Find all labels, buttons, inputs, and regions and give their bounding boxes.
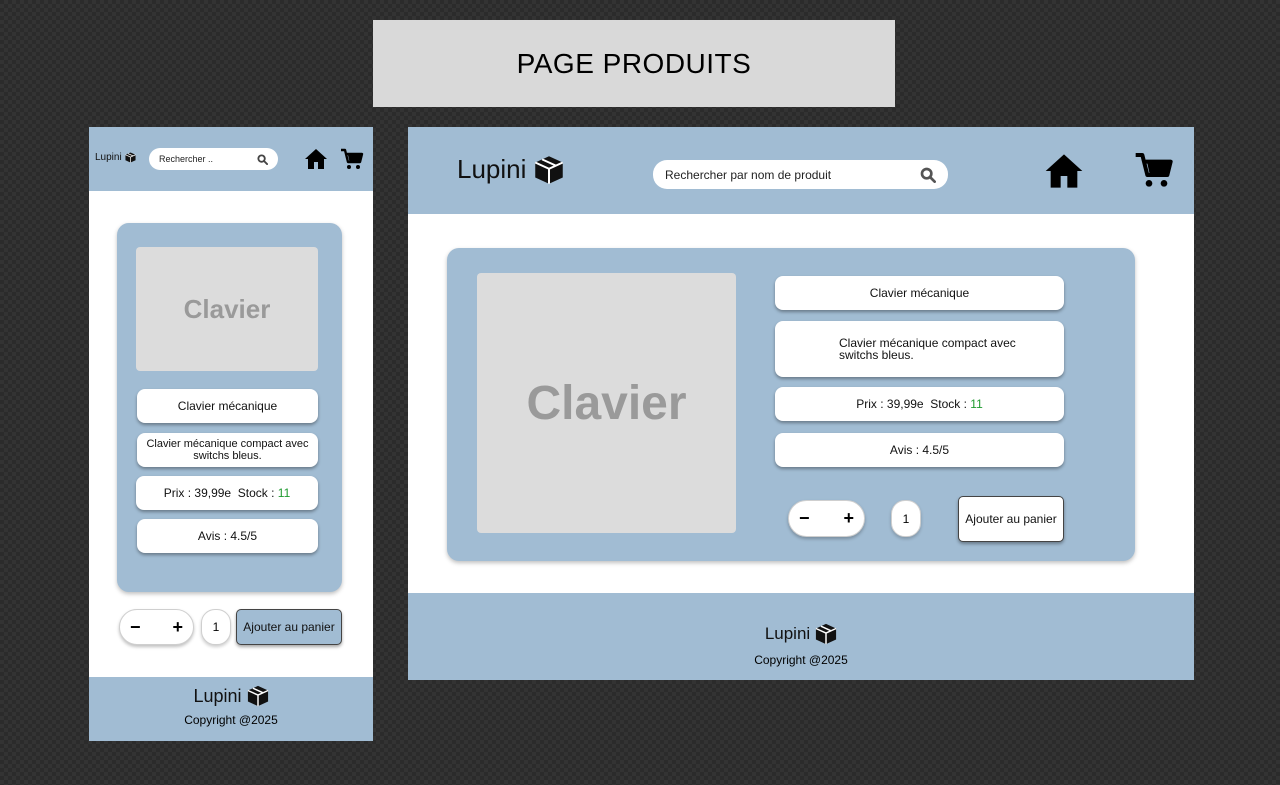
search-placeholder: Rechercher ..: [159, 154, 214, 164]
box-icon: [535, 155, 564, 184]
mobile-product-card: Clavier Clavier mécanique Clavier mécani…: [117, 223, 342, 592]
search-icon[interactable]: [257, 153, 268, 165]
footer-brand-name: Lupini: [764, 624, 811, 643]
add-to-cart-label: Ajouter au panier: [965, 512, 1057, 526]
search-placeholder: Rechercher par nom de produit: [665, 167, 832, 182]
cart-icon: [341, 148, 364, 169]
footer-logo: Lupini: [408, 623, 1194, 645]
home-icon: [1045, 154, 1083, 188]
add-to-cart-button[interactable]: Ajouter au panier: [236, 609, 342, 645]
mobile-header: Lupini Rechercher ..: [89, 127, 373, 191]
page-title-banner: PAGE PRODUITS: [373, 20, 895, 107]
product-name-text: Clavier mécanique: [177, 399, 278, 413]
cart-button[interactable]: [339, 146, 365, 172]
mobile-logo[interactable]: Lupini: [95, 152, 136, 163]
product-description-text: Clavier mécanique compact avec switchs b…: [146, 438, 309, 462]
product-image-label: Clavier: [526, 376, 687, 430]
quantity-stepper: − +: [119, 609, 194, 645]
home-button[interactable]: [1043, 150, 1085, 192]
product-description: Clavier mécanique compact avec switchs b…: [137, 433, 318, 467]
product-name-text: Clavier mécanique: [869, 286, 970, 300]
home-button[interactable]: [303, 146, 329, 172]
rating-text: Avis : 4.5/5: [889, 443, 950, 457]
box-icon: [125, 152, 136, 163]
product-name: Clavier mécanique: [775, 276, 1064, 310]
cart-icon: [1135, 153, 1173, 187]
product-price-stock: Prix : 39,99e Stock : 11: [136, 476, 318, 510]
decrement-button[interactable]: −: [130, 616, 141, 637]
quantity-stepper: − +: [788, 500, 865, 537]
stock-value: 11: [277, 486, 291, 500]
product-description: Clavier mécanique compact avec switchs b…: [775, 321, 1064, 377]
increment-button[interactable]: +: [843, 508, 854, 528]
brand-name: Lupini: [457, 154, 527, 184]
desktop-search-input[interactable]: Rechercher par nom de produit: [653, 160, 948, 189]
add-to-cart-label: Ajouter au panier: [243, 620, 335, 634]
product-image: Clavier: [477, 273, 736, 533]
product-rating: Avis : 4.5/5: [137, 519, 318, 553]
footer-brand-name: Lupini: [193, 685, 242, 706]
copyright: Copyright @2025: [754, 653, 848, 667]
page-title: PAGE PRODUITS: [516, 47, 752, 79]
footer-logo: Lupini: [89, 685, 373, 707]
box-icon: [247, 685, 268, 707]
increment-button[interactable]: +: [172, 616, 183, 637]
quantity-field[interactable]: 1: [201, 609, 231, 645]
desktop-footer: Lupini Copyright @2025: [408, 593, 1194, 680]
quantity-value: 1: [212, 620, 220, 634]
brand-name: Lupini: [95, 152, 122, 163]
price-text: Prix : 39,99e Stock :: [163, 486, 278, 500]
cart-button[interactable]: [1133, 149, 1175, 191]
mobile-footer: Lupini Copyright @2025: [89, 677, 373, 741]
decrement-button[interactable]: −: [799, 508, 810, 528]
rating-text: Avis : 4.5/5: [197, 529, 258, 543]
box-icon: [815, 623, 837, 645]
add-to-cart-button[interactable]: Ajouter au panier: [958, 496, 1064, 542]
search-icon[interactable]: [920, 167, 936, 183]
mobile-mockup: Lupini Rechercher .. Clavier Clavier méc…: [89, 127, 373, 741]
product-image: Clavier: [136, 247, 318, 371]
copyright: Copyright @2025: [184, 713, 278, 727]
product-rating: Avis : 4.5/5: [775, 433, 1064, 467]
product-description-text: Clavier mécanique compact avec switchs b…: [839, 336, 1016, 362]
desktop-product-card: Clavier Clavier mécanique Clavier mécani…: [447, 248, 1135, 561]
desktop-header: Lupini Rechercher par nom de produit: [408, 127, 1194, 214]
desktop-mockup: Lupini Rechercher par nom de produit Cla…: [408, 127, 1194, 680]
product-price-stock: Prix : 39,99e Stock : 11: [775, 387, 1064, 421]
product-name: Clavier mécanique: [137, 389, 318, 423]
desktop-logo[interactable]: Lupini: [457, 154, 564, 185]
mobile-search-input[interactable]: Rechercher ..: [149, 148, 278, 170]
quantity-value: 1: [902, 511, 910, 526]
price-text: Prix : 39,99e Stock :: [856, 397, 971, 411]
product-image-label: Clavier: [183, 293, 271, 324]
quantity-field[interactable]: 1: [891, 500, 921, 537]
stock-value: 11: [970, 397, 983, 411]
home-icon: [305, 149, 327, 169]
